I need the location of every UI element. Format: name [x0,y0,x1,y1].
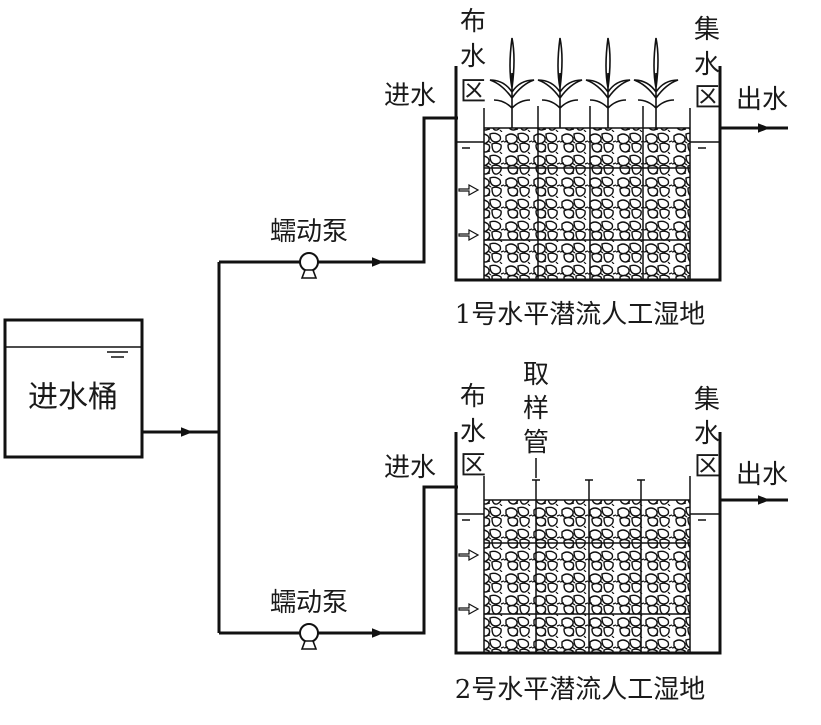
inlet-tank: 进水桶 [3,318,144,459]
layer-divider [484,542,690,615]
plant-icon [633,37,679,128]
tank-label: 进水桶 [28,380,118,415]
sampling-tube [535,480,642,653]
main-pipe [142,262,221,633]
svg-text:水: 水 [694,419,720,449]
pump-label: 蠕动泵 [270,217,348,247]
distribution-zone-label: 布 水 区 [460,382,486,481]
svg-text:区: 区 [694,83,720,113]
wetland-title: 2号水平潜流人工湿地 [455,675,706,705]
wetland-1: 进水 出水 布 水 区 集 水 区 1号水平潜流人工湿地 [384,7,788,330]
tank-outline [3,318,144,459]
wetland-tank-wall [454,66,722,282]
plant-icon [537,37,583,128]
svg-text:水: 水 [694,50,720,80]
wetland-2: 进水 出水 布 水 区 取 样 管 集 水 区 [384,360,788,705]
gravel-media [484,128,690,280]
outlet-label: 出水 [736,460,788,490]
sampling-tube [537,106,644,280]
svg-text:区: 区 [460,451,486,481]
gravel-media [484,500,690,653]
wetland-tank-wall [454,432,722,655]
sampling-tube-label: 取 样 管 [523,360,549,458]
layer-divider [484,167,690,241]
svg-text:布: 布 [460,382,486,412]
svg-text:区: 区 [694,452,720,482]
flow-direction-icon [458,548,480,616]
svg-text:水: 水 [460,417,486,447]
collection-zone-label: 集 水 区 [694,15,720,113]
svg-text:取: 取 [523,360,549,390]
plant-icon [585,37,631,128]
svg-text:布: 布 [460,7,486,37]
svg-text:水: 水 [460,42,486,72]
pipe-branch-1: 蠕动泵 [219,116,458,279]
wetland-title: 1号水平潜流人工湿地 [455,300,706,330]
inlet-label: 进水 [384,81,436,111]
svg-text:集: 集 [694,385,720,415]
collection-zone-label: 集 水 区 [694,385,720,482]
plants [489,37,679,128]
zone-partition [483,476,691,653]
svg-text:区: 区 [460,77,486,107]
peristaltic-pump-icon[interactable] [299,252,319,279]
inlet-label: 进水 [384,453,436,483]
zone-partition [483,108,691,280]
pipe-branch-2: 蠕动泵 [219,485,458,650]
svg-text:样: 样 [523,394,549,424]
peristaltic-pump-icon[interactable] [299,623,319,650]
plant-icon [489,37,535,128]
outlet-label: 出水 [736,85,788,115]
distribution-zone-label: 布 水 区 [460,7,486,107]
water-level-icon [107,351,128,358]
pump-label: 蠕动泵 [270,588,348,618]
svg-text:集: 集 [694,15,720,45]
svg-text:管: 管 [523,428,549,458]
flow-direction-icon [458,183,480,242]
